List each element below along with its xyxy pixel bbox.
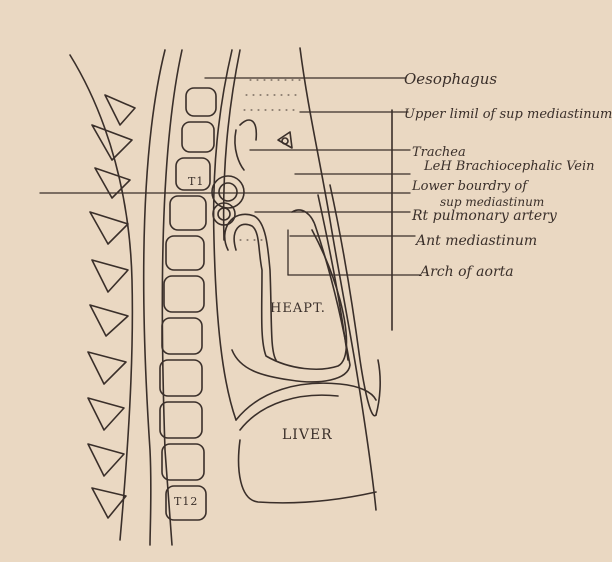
vertebra-t12-label: T12 [174,496,198,507]
organ-liver-label: LIVER [282,428,333,442]
liver-border [239,440,376,503]
label-rt-pulmonary-artery: Rt pulmonary artery [412,209,557,223]
trachea-front [240,120,256,140]
diaphragm-inner [240,395,338,430]
organ-heart-label: HEAPT. [270,302,326,315]
heart-outline [234,224,346,369]
label-lower-boundary-1: Lower bourdry of [412,180,527,193]
label-trachea: Trachea [412,146,466,159]
spine-anterior-line [162,50,182,545]
label-oesophagus: Oesophagus [404,72,497,87]
trachea-outline [235,130,244,170]
label-upper-limit: Upper limil of sup mediastinum [404,108,612,121]
aortic-arch-inner [219,183,237,201]
label-lower-boundary-2: sup mediastinum [440,196,544,208]
label-left-brachiocephalic: LeH Brachiocephalic Vein [424,160,595,173]
brachiocephalic-vein [278,132,292,148]
label-ant-mediastinum: Ant mediastinum [416,234,537,248]
vertebra-t1-label: T1 [188,176,204,187]
stipple-shading [240,80,300,240]
spinous-processes [88,95,135,518]
pericardium [225,214,276,360]
label-arch-of-aorta: Arch of aorta [420,265,514,279]
